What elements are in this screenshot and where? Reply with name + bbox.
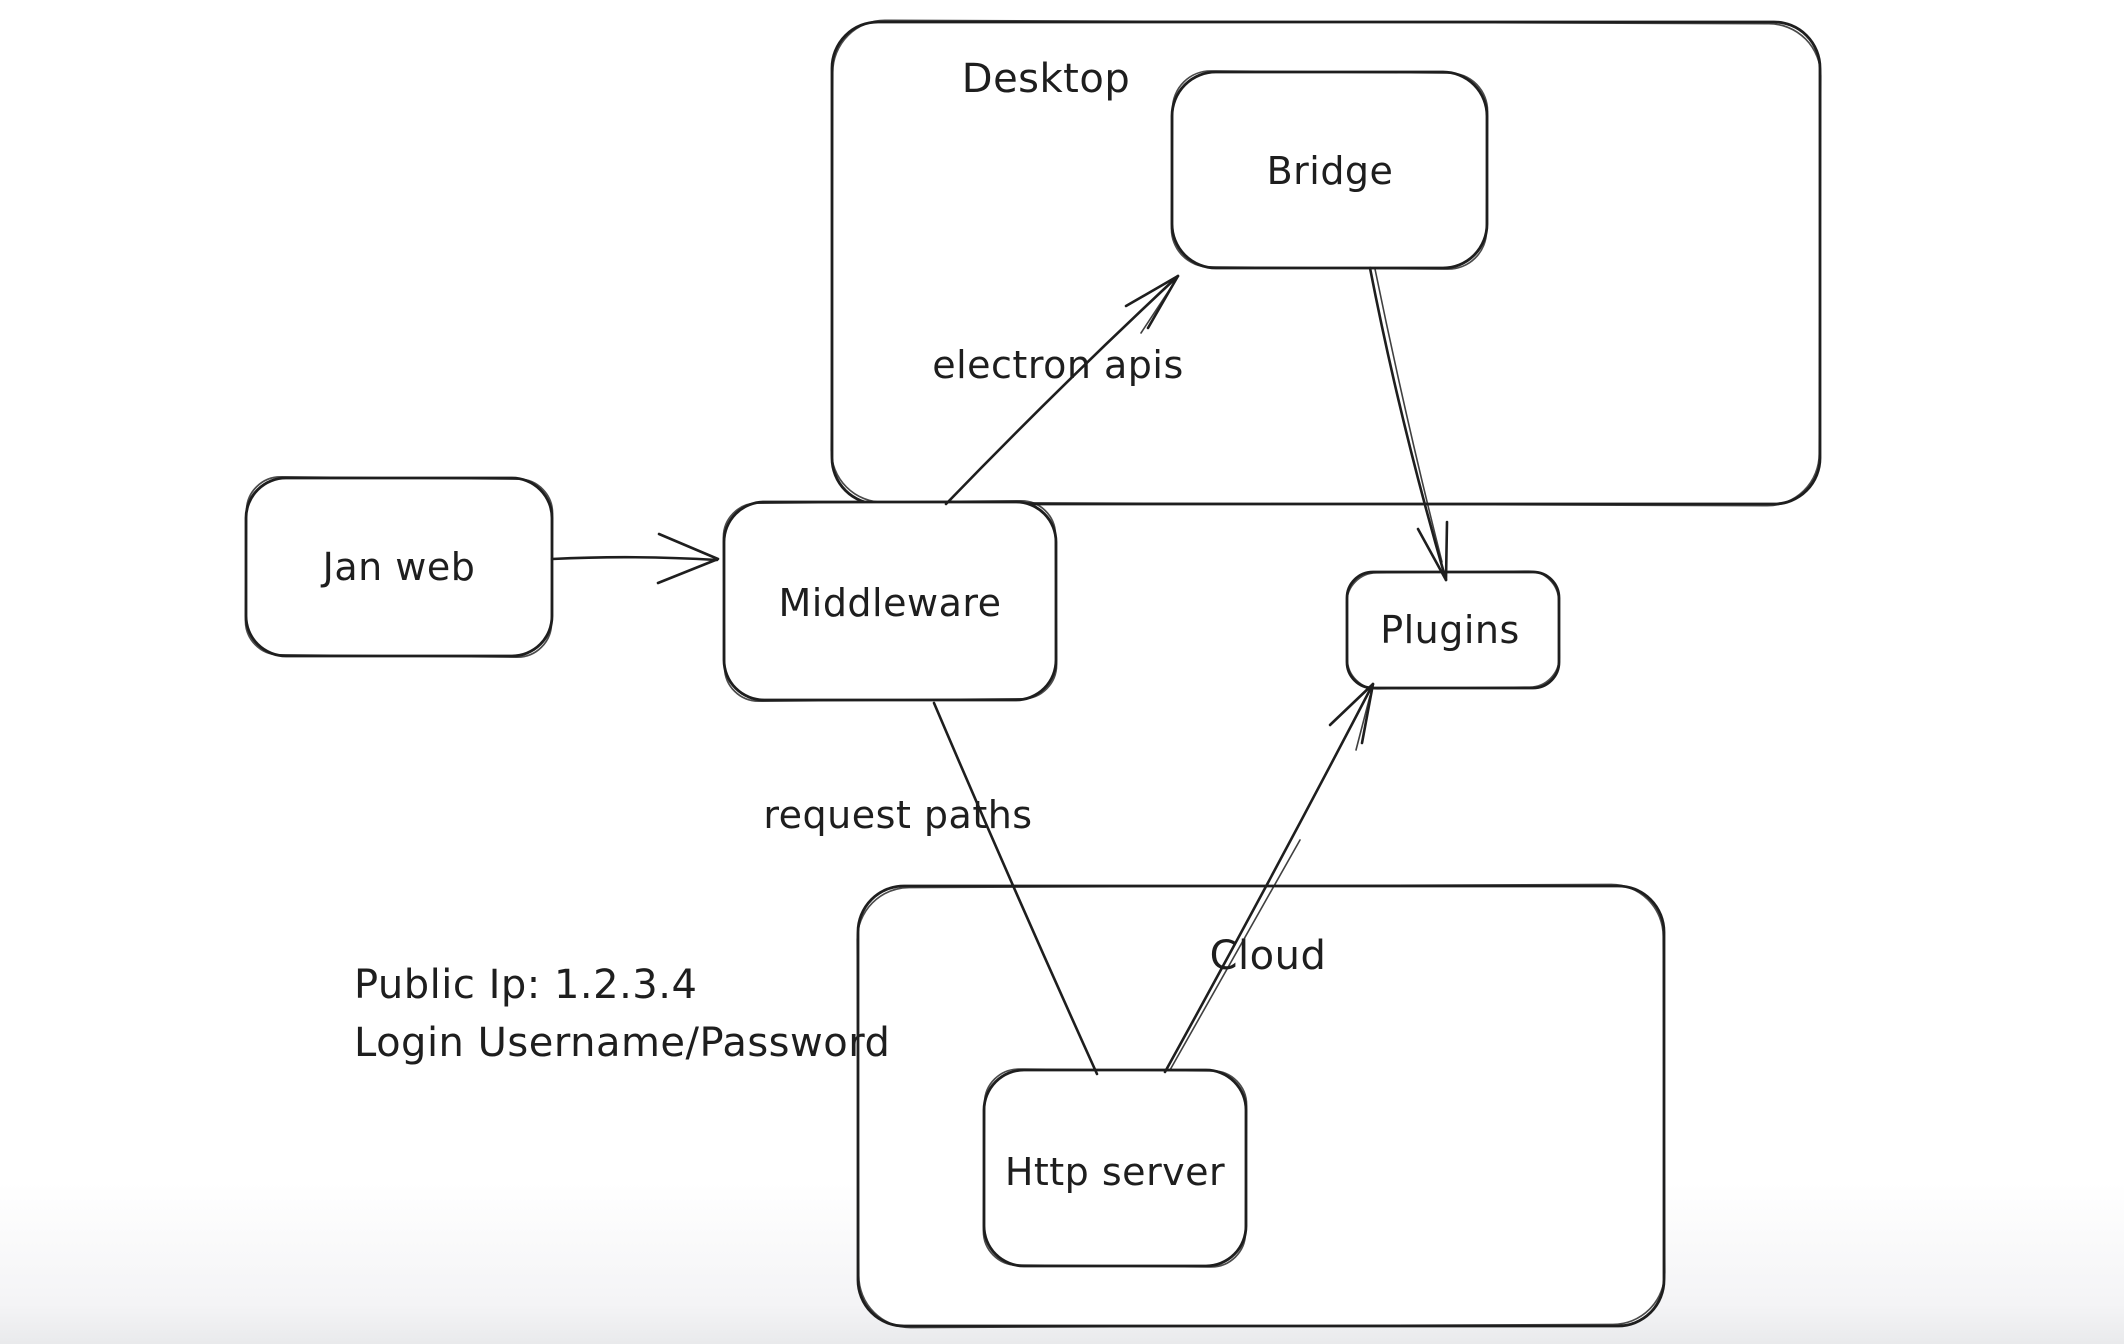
edge-label-electron-apis[interactable]: electron apis [932, 343, 1184, 387]
desktop-container-overdraw [830, 19, 1822, 507]
node-middleware[interactable] [722, 500, 1058, 702]
http-server-box-overdraw [982, 1068, 1248, 1268]
jan-web-label[interactable]: Jan web [322, 545, 476, 589]
edge-httpserver-plugins-line [1163, 682, 1375, 1074]
node-jan-web[interactable] [244, 476, 554, 658]
annotation-login[interactable]: Login Username/Password [354, 1020, 891, 1066]
node-bridge[interactable] [1170, 70, 1489, 270]
jan-web-box-overdraw [244, 476, 554, 658]
bridge-box-overdraw [1170, 70, 1489, 270]
edge-middleware-bridge-line [944, 274, 1180, 506]
edge-middleware-bridge[interactable] [944, 274, 1180, 506]
http-server-label[interactable]: Http server [1004, 1150, 1226, 1194]
edge-bridge-plugins[interactable] [1368, 266, 1449, 582]
node-http-server[interactable] [982, 1068, 1248, 1268]
edge-janweb-middleware[interactable] [550, 532, 720, 585]
desktop-container-label[interactable]: Desktop [961, 56, 1131, 102]
bridge-label[interactable]: Bridge [1266, 149, 1394, 193]
middleware-label[interactable]: Middleware [778, 581, 1002, 625]
edge-httpserver-plugins-arrowhead [1328, 682, 1375, 745]
edge-bridge-plugins-line [1368, 266, 1448, 582]
edge-httpserver-plugins-line-overdraw [1169, 839, 1301, 1071]
annotation-public-ip[interactable]: Public Ip: 1.2.3.4 [354, 962, 698, 1008]
edge-middleware-bridge-arrowhead [1124, 274, 1180, 330]
node-plugins[interactable] [1345, 570, 1561, 690]
plugins-label[interactable]: Plugins [1380, 608, 1520, 652]
plugins-box-overdraw [1345, 570, 1561, 690]
edge-janweb-middleware-arrowhead [656, 532, 720, 585]
cloud-container-label[interactable]: Cloud [1209, 933, 1327, 979]
edge-bridge-plugins-arrowhead [1416, 520, 1449, 582]
edge-middleware-bridge-arrowhead-overdraw [1140, 282, 1175, 334]
edge-janweb-middleware-line [550, 555, 719, 562]
cloud-container-overdraw [856, 883, 1666, 1329]
edge-label-request-paths[interactable]: request paths [763, 793, 1033, 837]
edge-httpserver-plugins-arrowhead-overdraw [1355, 695, 1371, 751]
middleware-box-overdraw [722, 500, 1058, 702]
edge-middleware-httpserver[interactable] [932, 701, 1099, 1076]
edge-bridge-plugins-line-overdraw [1374, 268, 1443, 563]
edge-middleware-httpserver-line [932, 701, 1099, 1076]
edge-httpserver-plugins[interactable] [1163, 682, 1375, 1074]
